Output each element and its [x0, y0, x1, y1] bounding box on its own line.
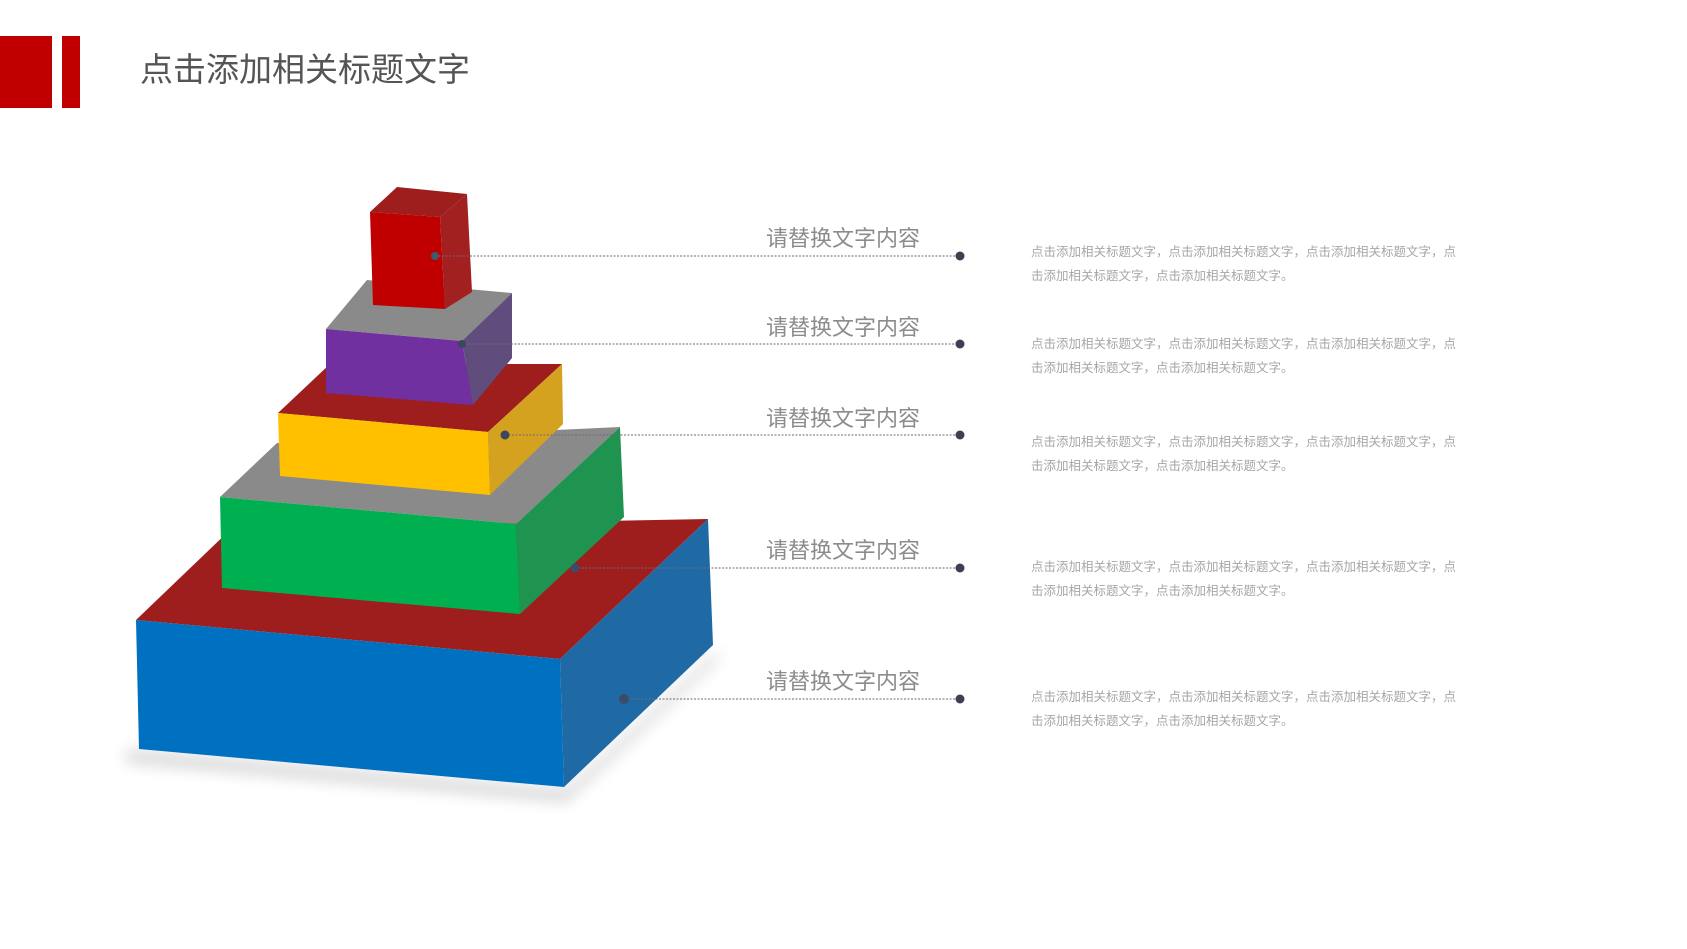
accent-bar-narrow — [62, 36, 80, 108]
level-2-front-face — [326, 329, 473, 405]
connector-lines — [435, 255, 960, 700]
level-1-description[interactable]: 点击添加相关标题文字，点击添加相关标题文字，点击添加相关标题文字，点击添加相关标… — [1031, 244, 1457, 283]
level-5-front-face — [136, 620, 564, 787]
block-dot-5 — [619, 694, 629, 704]
level-2-description[interactable]: 点击添加相关标题文字，点击添加相关标题文字，点击添加相关标题文字，点击添加相关标… — [1031, 336, 1457, 375]
block-dot-2 — [458, 340, 466, 348]
level-1-top-face — [370, 187, 467, 217]
level-5-side-face — [560, 519, 713, 787]
level-5-description[interactable]: 点击添加相关标题文字，点击添加相关标题文字，点击添加相关标题文字，点击添加相关标… — [1031, 689, 1457, 728]
level-4-label[interactable]: 请替换文字内容 — [766, 539, 921, 564]
level-2-label[interactable]: 请替换文字内容 — [766, 316, 921, 341]
level-3-side-face — [488, 364, 563, 495]
block-dot-1 — [431, 252, 439, 260]
level-3-front-face — [278, 413, 490, 495]
block-dot-4 — [570, 563, 580, 573]
level-4-description[interactable]: 点击添加相关标题文字，点击添加相关标题文字，点击添加相关标题文字，点击添加相关标… — [1031, 559, 1457, 598]
level-1-front-face — [370, 212, 445, 309]
page-title[interactable]: 点击添加相关标题文字 — [140, 50, 470, 89]
block-dot-3 — [500, 430, 510, 440]
accent-bar-wide — [0, 36, 52, 108]
end-dot-2 — [955, 339, 965, 349]
end-dot-4 — [955, 563, 965, 573]
level-5-label[interactable]: 请替换文字内容 — [766, 670, 921, 695]
level-3-description[interactable]: 点击添加相关标题文字，点击添加相关标题文字，点击添加相关标题文字，点击添加相关标… — [1031, 434, 1457, 473]
level-4-front-face — [220, 497, 520, 614]
end-dot-1 — [955, 251, 965, 261]
pyramid-level-1[interactable] — [370, 187, 472, 309]
level-1-label[interactable]: 请替换文字内容 — [766, 227, 921, 252]
end-dot-3 — [955, 430, 965, 440]
level-1-side-face — [440, 194, 472, 309]
level-3-label[interactable]: 请替换文字内容 — [766, 407, 921, 432]
level-2-side-face — [462, 293, 512, 405]
end-dot-5 — [955, 694, 965, 704]
connector-dots — [431, 251, 965, 704]
level-4-side-face — [516, 427, 624, 614]
